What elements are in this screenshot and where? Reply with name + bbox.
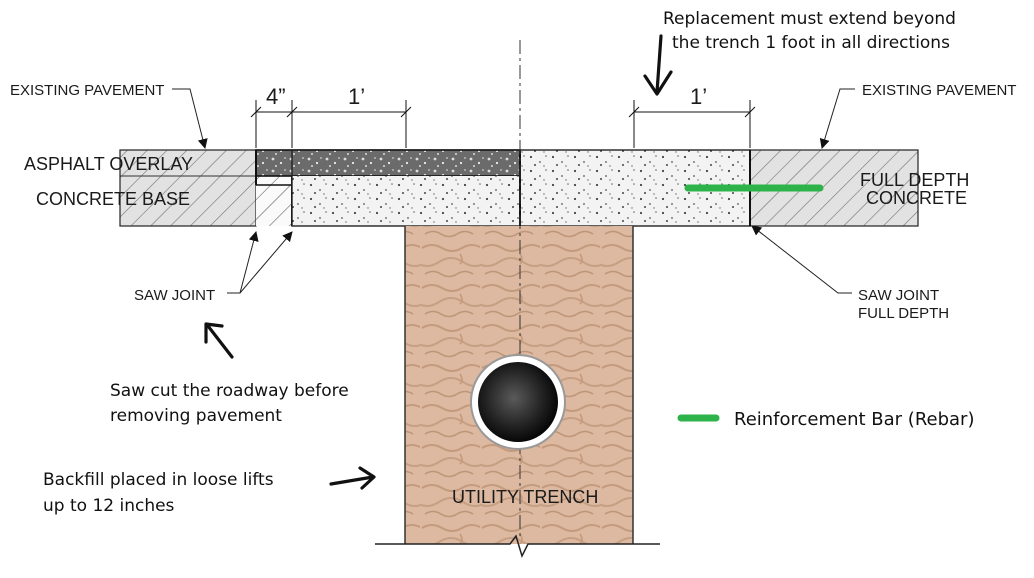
leader-lines [172, 88, 855, 294]
full-depth-label: FULL DEPTH [860, 170, 969, 190]
dimension-4-inch: 4” [266, 84, 286, 109]
right-arrow-icon [329, 466, 376, 490]
dimension-1-foot-left: 1’ [348, 84, 365, 109]
dimension-lines [250, 100, 756, 148]
utility-pipe [470, 354, 566, 450]
concrete-base-label: CONCRETE BASE [36, 189, 190, 209]
saw-joint-label: SAW JOINT [134, 287, 215, 304]
down-arrow-icon [643, 34, 673, 96]
dimension-1-foot-right: 1’ [690, 84, 707, 109]
saw-joint-right-label: SAW JOINT [858, 287, 939, 304]
saw-cut-note-line-2: removing pavement [110, 406, 282, 426]
saw-joint-full-depth-label: FULL DEPTH [858, 305, 949, 322]
replacement-note-line-1: Replacement must extend beyond [663, 9, 956, 29]
backfill-note-line-2: up to 12 inches [43, 496, 175, 516]
asphalt-overlay-label: ASPHALT OVERLAY [24, 154, 193, 174]
up-left-arrow-icon [204, 322, 234, 359]
saw-cut-note-line-1: Saw cut the roadway before [110, 381, 349, 401]
saw-cut-step [255, 150, 293, 226]
replacement-note-line-2: the trench 1 foot in all directions [672, 33, 950, 53]
existing-pavement-right-label: EXISTING PAVEMENT [862, 82, 1016, 99]
utility-trench-label: UTILITY TRENCH [452, 487, 598, 507]
annotation-arrows [204, 34, 673, 490]
legend: Reinforcement Bar (Rebar) [677, 409, 974, 430]
concrete-label: CONCRETE [866, 188, 967, 208]
existing-pavement-left-label: EXISTING PAVEMENT [10, 82, 164, 99]
backfill-note-line-1: Backfill placed in loose lifts [43, 470, 274, 490]
existing-pavement-left [119, 149, 257, 227]
asphalt-overlay-replacement [255, 149, 521, 177]
legend-rebar-label: Reinforcement Bar (Rebar) [734, 409, 974, 430]
